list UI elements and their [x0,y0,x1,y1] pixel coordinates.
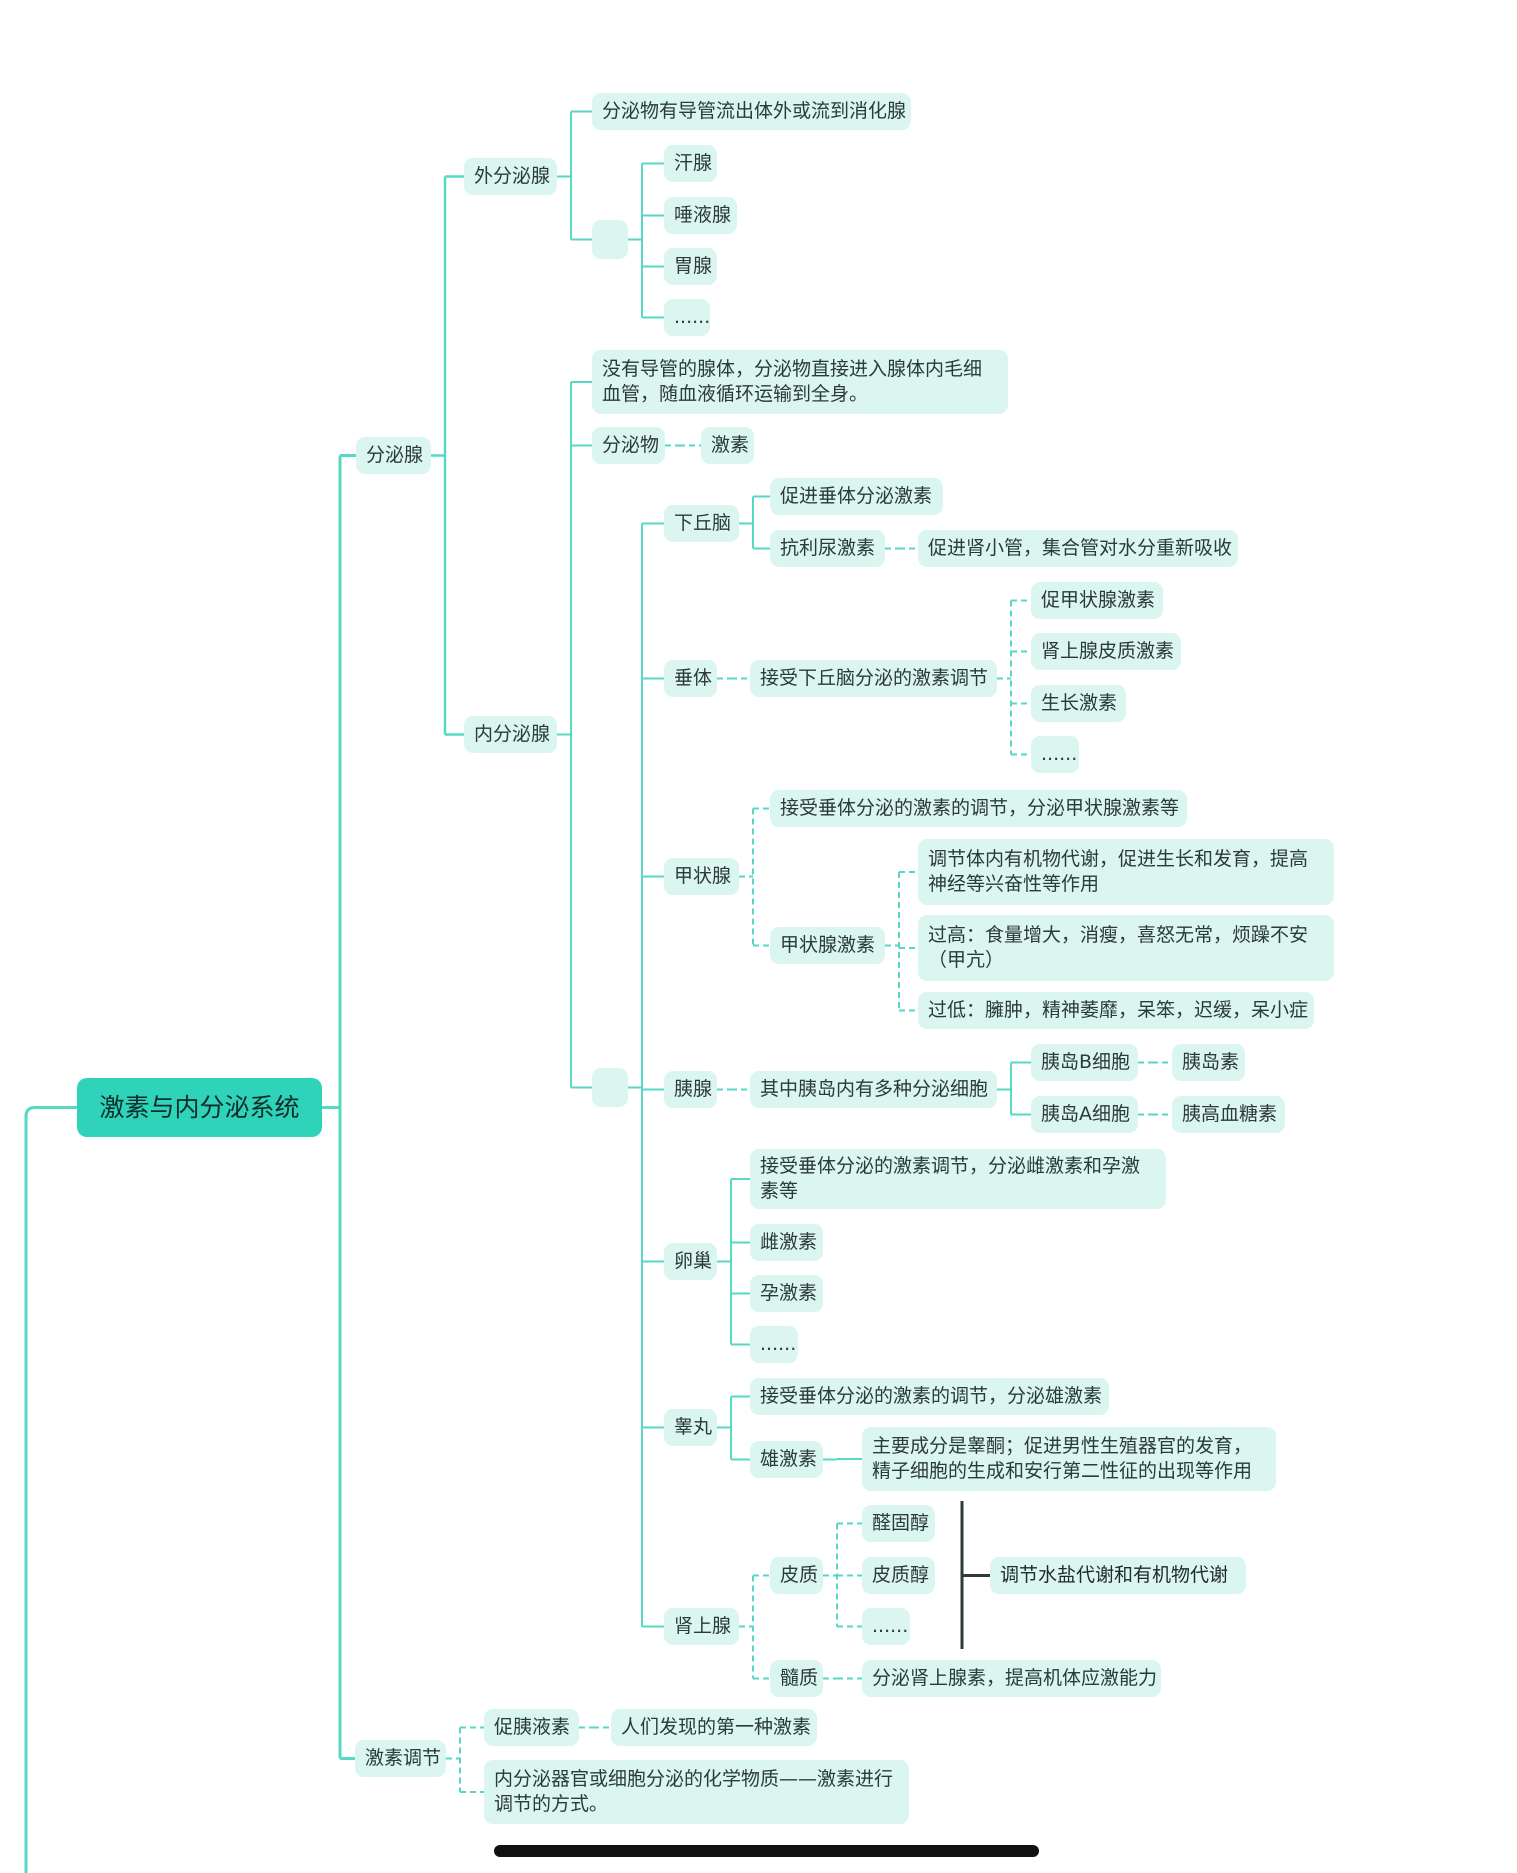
node-cujiazhuangxian[interactable]: 促甲状腺激素 [1031,582,1163,619]
node-suizhi[interactable]: 髓质 [770,1660,823,1697]
node-wai-more[interactable]: ...... [664,299,710,336]
node-wai-group-empty[interactable] [592,220,628,259]
node-waifenmixian[interactable]: 外分泌腺 [464,158,557,195]
node-xiongjisu-desc[interactable]: 主要成分是睾酮；促进男性生殖器官的发育，精子细胞的生成和安行第二性征的出现等作用 [862,1427,1276,1491]
node-kanglinao[interactable]: 抗利尿激素 [770,530,885,567]
node-kanglinao-desc[interactable]: 促进肾小管，集合管对水分重新吸收 [918,530,1238,567]
home-indicator-bar [494,1845,1039,1857]
node-cujin-chuiti[interactable]: 促进垂体分泌激素 [770,478,943,515]
node-jzx-jisu[interactable]: 甲状腺激素 [770,927,885,964]
node-fenmiwu[interactable]: 分泌物 [592,427,665,464]
node-yixian-desc[interactable]: 其中胰岛内有多种分泌细胞 [750,1071,997,1108]
node-shenshangxianpizhi[interactable]: 肾上腺皮质激素 [1031,633,1181,670]
node-nei-group-empty[interactable] [592,1068,628,1107]
node-nei-desc[interactable]: 没有导管的腺体，分泌物直接进入腺体内毛细血管，随血液循环运输到全身。 [592,350,1008,414]
node-chuiti[interactable]: 垂体 [664,660,717,697]
node-jisutiaojie[interactable]: 激素调节 [355,1740,446,1777]
node-gaowan-desc[interactable]: 接受垂体分泌的激素的调节，分泌雄激素 [750,1378,1109,1415]
node-wai-desc[interactable]: 分泌物有导管流出体外或流到消化腺 [592,93,911,130]
node-cuyiyesu-desc[interactable]: 人们发现的第一种激素 [611,1709,817,1746]
node-xiongjisu[interactable]: 雄激素 [750,1441,823,1478]
node-yigaoxuetang[interactable]: 胰高血糖素 [1172,1096,1285,1133]
node-tiaojie-desc[interactable]: 内分泌器官或细胞分泌的化学物质——激素进行调节的方式。 [484,1760,909,1824]
node-jzx-desc[interactable]: 接受垂体分泌的激素的调节，分泌甲状腺激素等 [770,790,1187,827]
node-shengzhang[interactable]: 生长激素 [1031,685,1126,722]
node-xiaqiunao[interactable]: 下丘脑 [664,505,739,542]
node-pizhi[interactable]: 皮质 [770,1557,823,1594]
connector-line [24,1106,77,1873]
node-yunjisu[interactable]: 孕激素 [750,1275,823,1312]
node-hanxian[interactable]: 汗腺 [664,145,717,182]
node-yidaosu[interactable]: 胰岛素 [1172,1044,1245,1081]
node-jiazhuangxian[interactable]: 甲状腺 [664,858,739,895]
root-node-title[interactable]: 激素与内分泌系统 [77,1078,322,1137]
node-chuiti-desc[interactable]: 接受下丘脑分泌的激素调节 [750,660,997,697]
node-pizhi-more[interactable]: ...... [862,1608,910,1645]
node-tuoyexian[interactable]: 唾液腺 [664,197,737,234]
node-chuiti-more[interactable]: ...... [1031,736,1079,773]
node-yidao-a[interactable]: 胰岛A细胞 [1031,1096,1138,1133]
node-luanchao[interactable]: 卵巢 [664,1243,717,1280]
node-cijisu[interactable]: 雌激素 [750,1224,823,1261]
node-luanchao-desc[interactable]: 接受垂体分泌的激素调节，分泌雌激素和孕激素等 [750,1149,1166,1209]
node-jzx-low[interactable]: 过低：臃肿，精神萎靡，呆笨，迟缓，呆小症 [918,992,1314,1029]
node-yidao-b[interactable]: 胰岛B细胞 [1031,1044,1138,1081]
node-gaowan[interactable]: 睾丸 [664,1409,717,1446]
node-pizhichun[interactable]: 皮质醇 [862,1557,935,1594]
node-jzx-func[interactable]: 调节体内有机物代谢，促进生长和发育，提高神经等兴奋性等作用 [918,839,1334,905]
node-jisu[interactable]: 激素 [701,427,754,464]
node-neifenmixian[interactable]: 内分泌腺 [464,716,557,753]
node-cuyiyesu[interactable]: 促胰液素 [484,1709,579,1746]
node-yixian[interactable]: 胰腺 [664,1071,717,1108]
node-weixian[interactable]: 胃腺 [664,248,717,285]
node-pizhi-summary[interactable]: 调节水盐代谢和有机物代谢 [990,1557,1246,1594]
node-shenshangxian[interactable]: 肾上腺 [664,1608,739,1645]
node-luanchao-more[interactable]: ...... [750,1326,798,1363]
node-fenmixian[interactable]: 分泌腺 [356,437,431,474]
node-jzx-high[interactable]: 过高：食量增大，消瘦，喜怒无常，烦躁不安（甲亢） [918,915,1334,981]
node-suizhi-desc[interactable]: 分泌肾上腺素，提高机体应激能力 [862,1660,1161,1697]
node-quantongchun[interactable]: 醛固醇 [862,1505,935,1542]
